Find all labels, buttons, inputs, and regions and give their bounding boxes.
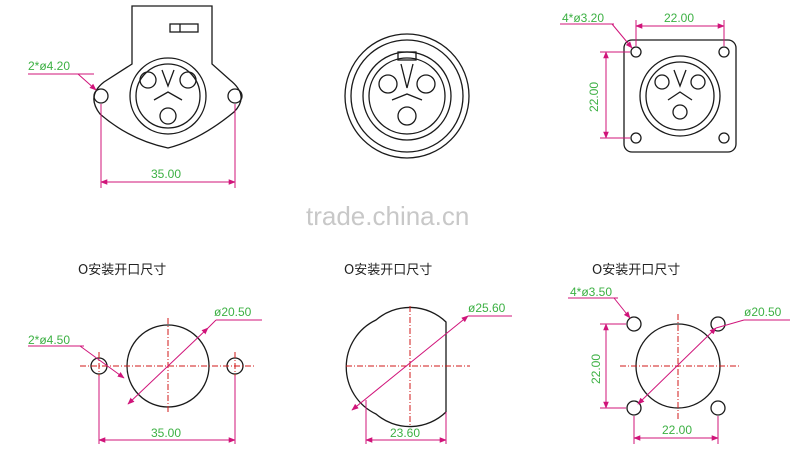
pin-3 [159,107,177,125]
dim-35-top: 35.00 [151,167,181,181]
key-notch [397,51,417,61]
corner-hole-tr [718,46,730,58]
dim-20-50-a: ø20.50 [214,305,252,319]
bottom-right-cutout: ø20.50 22.00 22.00 4*ø3.50 [568,285,790,444]
bottom-left-cutout: ø20.50 35.00 2*ø4.50 [28,305,262,444]
flange-outline [93,5,242,149]
connector-body [129,57,207,135]
pin-1 [139,71,157,89]
top-right-square-view: 22.00 22.00 4*ø3.20 [560,11,737,153]
dim-22-bot-v: 22.00 [589,354,603,384]
dim-22-top-h: 22.00 [664,11,694,25]
dim-22-top-v: 22.00 [587,82,601,112]
caption-left: O安装开口尺寸 [78,263,166,278]
top-middle-round-view [344,33,470,159]
caption-right: O安装开口尺寸 [592,263,680,278]
corner-hole-tl [630,46,642,58]
top-left-flange-view: 35.00 2*ø4.20 [28,5,243,188]
pin-a [378,74,398,94]
pin-2 [179,71,197,89]
dim-25-60: ø25.60 [468,301,506,315]
connector-body [639,55,721,137]
pin-c [397,106,417,126]
dim-3-50: 4*ø3.50 [570,285,612,299]
mount-hole-right [227,88,243,104]
corner-hole-bl [630,132,642,144]
hole-tl [626,316,642,332]
corner-hole-br [718,132,730,144]
d-cut-outline [345,306,447,428]
caption-middle: O安装开口尺寸 [344,263,432,278]
square-flange [623,39,737,153]
watermark: trade.china.cn [306,201,469,231]
key-slot [169,23,199,33]
dim-22-bot-h: 22.00 [662,423,692,437]
dim-4-20: 2*ø4.20 [28,59,70,73]
pin-b [416,74,436,94]
bottom-middle-cutout: ø25.60 23.60 [345,301,512,444]
hole-tr [710,316,726,332]
dim-35-bot: 35.00 [151,426,181,440]
dim-23-60: 23.60 [390,426,420,440]
outer-ring [344,33,470,159]
hole-br [710,400,726,416]
insert-body [362,51,452,141]
dim-4-50: 2*ø4.50 [28,333,70,347]
dim-20-50-b: ø20.50 [744,305,782,319]
mount-hole-left [93,88,109,104]
hole-bl [626,400,642,416]
dim-3-20: 4*ø3.20 [562,11,604,25]
